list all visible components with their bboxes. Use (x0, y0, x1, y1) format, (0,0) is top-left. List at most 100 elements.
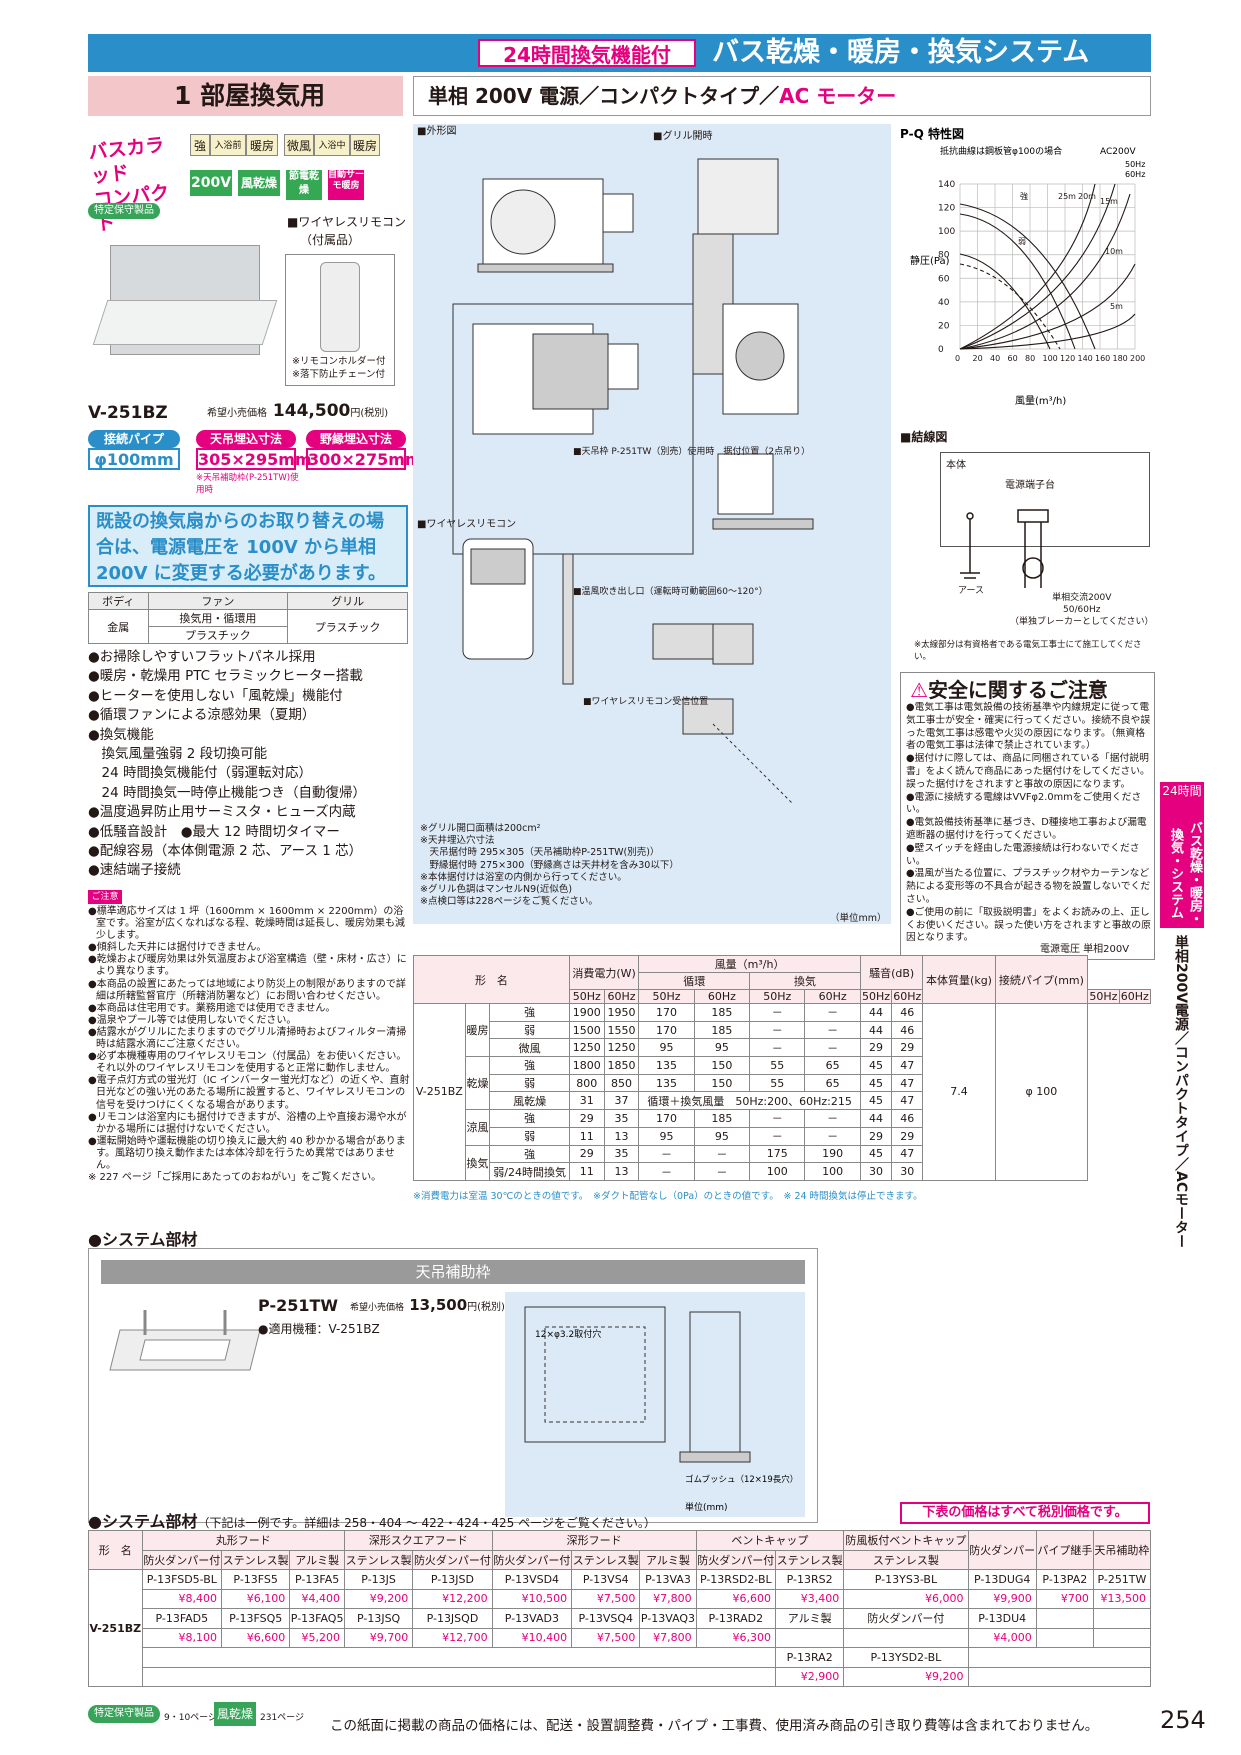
system-applicable: ●適用機種：V-251BZ (258, 1322, 380, 1336)
pq-xtick: 40 (990, 354, 1000, 363)
badge-heating: 暖房 (246, 134, 278, 156)
label-outline: ■外形図 (417, 125, 456, 137)
product-panel (92, 300, 278, 345)
feature-item: ●温度過昇防止用サーミスタ・ヒューズ内蔵 (88, 804, 356, 821)
feature-item: ●循環ファンによる涼感効果（夏期） (88, 707, 316, 724)
feature-item: ●換気機能 (88, 726, 154, 743)
note-item: ●運転開始時や運転機能の切り換えに最大約 40 秒かかる場合があります。風路切り… (88, 1135, 406, 1171)
spec-note: ※消費電力は室温 30℃のときの値です。 ※ダクト配管なし（0Pa）のときの値で… (413, 1191, 923, 1202)
drawing-note: ※グリル色調はマンセルN9(近似色) (420, 884, 573, 896)
pq-ytick: 140 (938, 180, 955, 190)
pq-ytick: 60 (938, 274, 950, 284)
safety-item: ●温風が当たる位置に、プラスチック材やカーテンなど熱による変形等の不具合が起きる… (906, 868, 1151, 905)
badge-strong: 強 (190, 134, 210, 156)
pq-ytick: 20 (938, 321, 950, 331)
system-price: 希望小売価格 13,500円(税別) (350, 1296, 505, 1314)
drawing-note: 天吊据付時 295×305（天吊補助枠P-251TW(別売)） (420, 847, 660, 859)
pill-pipe: 接続パイプ (88, 430, 180, 448)
pill-ceiling: 天吊埋込寸法 (196, 430, 296, 448)
pill-note: ※天吊補助枠(P-251TW)使用時 (196, 473, 299, 495)
badge-200v: 200V (190, 170, 232, 196)
drawing-panel: ■外形図 ■グリル開時 ■天吊枠 P-251TW（別売）使用時 据付位置（2点吊… (413, 124, 891, 924)
feature-item: ●配線容易（本体側電源 2 芯、アース 1 芯） (88, 843, 363, 860)
side-tab-sub: 単相200V電源／コンパクトタイプ／ACモーター (1173, 935, 1189, 1249)
system-box (88, 1248, 818, 1523)
remote-title: ■ワイヤレスリモコン (287, 215, 406, 229)
remote-photo-frame (285, 254, 395, 386)
badge-breeze: 微風 (284, 134, 314, 156)
frame-drawing: 12×φ3.2取付穴ゴムブッシュ（12×19長穴）単位(mm) (505, 1292, 805, 1517)
drawing-note: 野縁据付時 275×300（野縁高さは天井材を含み30以下） (420, 859, 679, 871)
safety-title: ⚠安全に関するご注意 (910, 678, 1108, 702)
badge-before-bath: 入浴前 (210, 134, 246, 156)
feature-item: 換気風量強弱 2 段切換可能 (88, 746, 268, 763)
footer-note: この紙面に掲載の商品の価格には、配送・設置調整費・パイプ・工事費、使用済み商品の… (330, 1718, 1099, 1734)
tax-note: 下表の価格はすべて税別価格です。 (900, 1502, 1150, 1524)
drawing-note: ※点検口等は228ページをご覧ください。 (420, 896, 598, 908)
product-price: 希望小売価格 144,500円(税別) (207, 401, 389, 421)
label-grill: ■グリル開時 (653, 129, 712, 142)
svg-text:5m: 5m (1110, 302, 1123, 311)
safety-item: ●据付けに際しては、商品に同梱されている「据付説明書」をよく読んで商品にあった据… (906, 753, 1150, 790)
feature-item: 24 時間換気機能付（弱運転対応） (88, 765, 312, 782)
drawing-unit: （単位mm） (830, 913, 887, 924)
remote-notes: ※リモコンホルダー付※落下防止チェーン付 (292, 356, 386, 380)
pq-cond: 抵抗曲線は鋼板管φ100の場合 (940, 145, 1062, 157)
material-table: ボディファングリル 金属換気用・循環用プラスチック プラスチック (88, 592, 408, 644)
pq-xtick: 180 (1113, 354, 1128, 363)
pq-ytick: 0 (938, 345, 944, 355)
pq-title: P-Q 特性図 (900, 126, 964, 141)
svg-text:10m: 10m (1105, 247, 1123, 256)
footer-page-1: 9・10ページ (164, 1713, 217, 1723)
drawing-note: ※本体据付けは浴室の内側から行ってください。 (420, 871, 627, 883)
svg-text:弱: 弱 (1018, 237, 1026, 246)
badge-eco-dry: 節電乾燥 (286, 170, 322, 200)
brand-logo: バスカラッドコンパクト (87, 134, 171, 236)
header-title: バス乾燥・暖房・換気システム (712, 37, 1090, 68)
label-remote: ■ワイヤレスリモコン (417, 519, 516, 530)
label-frame: ■天吊枠 P-251TW（別売）使用時 据付位置（2点吊り） (573, 445, 810, 457)
safety-item: ●ご使用の前に「取扱説明書」をよくお読みの上、正しくお使いください。誤った使い方… (906, 906, 1151, 944)
note-item: ●傾斜した天井には据付けできません。 (88, 942, 267, 954)
pq-ytick: 80 (938, 251, 950, 261)
svg-text:25m: 25m (1058, 192, 1076, 201)
page-number: 254 (1160, 1706, 1206, 1734)
pill-joist: 野縁埋込寸法 (306, 430, 406, 448)
feature-item: ●低騒音設計 ●最大 12 時間切タイマー (88, 823, 340, 840)
pq-xlabel: 風量(m³/h) (1015, 395, 1066, 407)
badge-heating-2: 暖房 (350, 134, 380, 156)
badge-during-bath: 入浴中 (314, 134, 350, 156)
pq-xtick: 60 (1008, 354, 1018, 363)
feature-item: ●お掃除しやすいフラットパネル採用 (88, 649, 316, 665)
pq-xtick: 160 (1095, 354, 1110, 363)
note-item: ●電子点灯方式の蛍光灯（IC インバーター蛍光灯など）の近くや、直射日光などの強… (88, 1075, 410, 1111)
svg-text:ゴムブッシュ（12×19長穴）: ゴムブッシュ（12×19長穴） (685, 1474, 798, 1485)
footer-tag-1: 特定保守製品 (88, 1705, 160, 1723)
safety-item: ●電気設備技術基準に基づき、D種接地工事および漏電遮断器の据付けを行ってください… (906, 817, 1147, 841)
pq-xtick: 120 (1060, 354, 1075, 363)
notes-list: ●標準適応サイズは 1 坪（1600mm × 1600mm × 2200mm）の… (88, 906, 410, 1184)
spec-voltage: 電源電圧 単相200V (1040, 944, 1130, 955)
badge-air-dry: 風乾燥 (238, 170, 280, 196)
pq-xtick: 100 (1043, 354, 1058, 363)
outline-drawing: ■外形図 ■グリル開時 ■天吊枠 P-251TW（別売）使用時 据付位置（2点吊… (417, 125, 814, 805)
svg-text:20m: 20m (1078, 192, 1096, 201)
pq-l50: 50Hz (1125, 160, 1145, 169)
drawing-note: ※天井埋込穴寸法 (420, 835, 495, 847)
spec-table: 形 名消費電力(W)風量（m³/h）騒音(dB)本体質量(kg)接続パイプ(mm… (413, 955, 1152, 1181)
spec-h-model: 形 名 (413, 955, 570, 1004)
note-item: ●必ず本機種専用のワイヤレスリモコン（付属品）をお使いください。それ以外のワイヤ… (88, 1051, 407, 1075)
note-item: ※ 227 ページ「ご採用にあたってのおねがい」をご覧ください。 (88, 1172, 382, 1184)
feature-list: ●お掃除しやすいフラットパネル採用●暖房・乾燥用 PTC セラミックヒーター搭載… (88, 648, 408, 881)
section-title: 1 部屋換気用 (88, 76, 403, 116)
notes-title: ご注意 (88, 890, 122, 904)
note-item: ●乾燥および暖房効果は外気温度および浴室構造（壁・床材・広さ）により異なります。 (88, 954, 407, 978)
system-bar: 天吊補助枠 (101, 1260, 805, 1284)
pq-ytick: 100 (938, 227, 955, 237)
product-model: V-251BZ (88, 403, 168, 423)
label-warm: ■温風吹き出し口（運転時可動範囲60～120°） (573, 585, 768, 597)
note-item: ●標準適応サイズは 1 坪（1600mm × 1600mm × 2200mm）の… (88, 906, 405, 942)
